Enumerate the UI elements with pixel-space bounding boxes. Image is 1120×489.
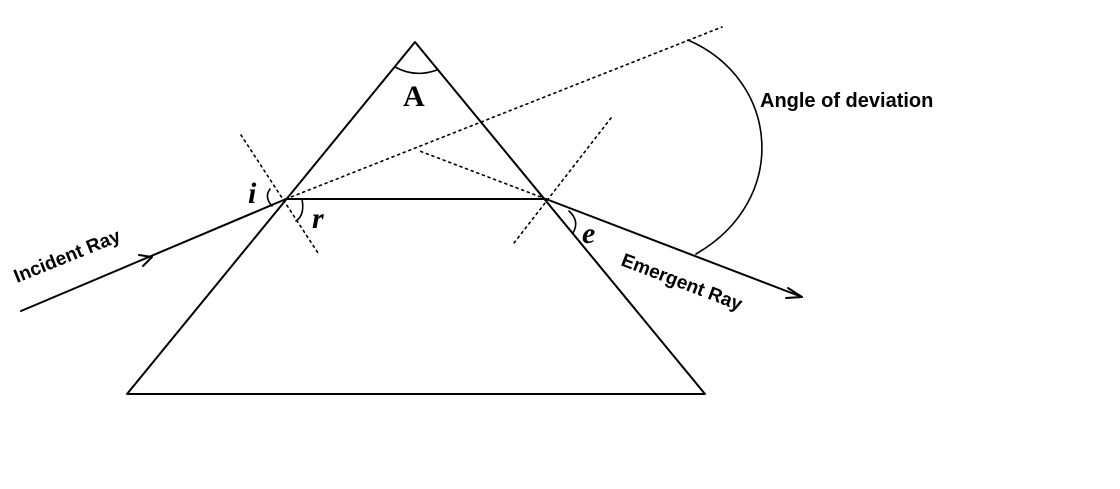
emergence-angle-arc [568, 210, 577, 234]
incident-ray-label: Incident Ray [11, 226, 124, 288]
refraction-angle-label: r [312, 202, 324, 235]
incident-ray-line [20, 198, 287, 312]
deviation-angle-label: Angle of deviation [760, 90, 933, 112]
deviation-angle-arc [687, 39, 763, 255]
normal-left-face [240, 134, 319, 254]
emergent-ray-line [545, 198, 803, 298]
incident-ray-arrowhead [138, 254, 153, 267]
incidence-angle-label: i [248, 177, 257, 210]
incidence-angle-arc [266, 188, 273, 207]
emergence-angle-label: e [582, 217, 595, 250]
emergent-ray-arrowhead [785, 287, 803, 299]
refraction-angle-arc [295, 198, 304, 222]
apex-angle-arc [394, 66, 438, 75]
emergent-ray-label: Emergent Ray [618, 250, 745, 316]
emergent-ray-extension [416, 149, 547, 200]
normal-right-face [513, 117, 612, 244]
incident-ray-extension [285, 26, 723, 200]
prism-triangle [126, 41, 706, 395]
apex-angle-label: A [403, 80, 425, 113]
